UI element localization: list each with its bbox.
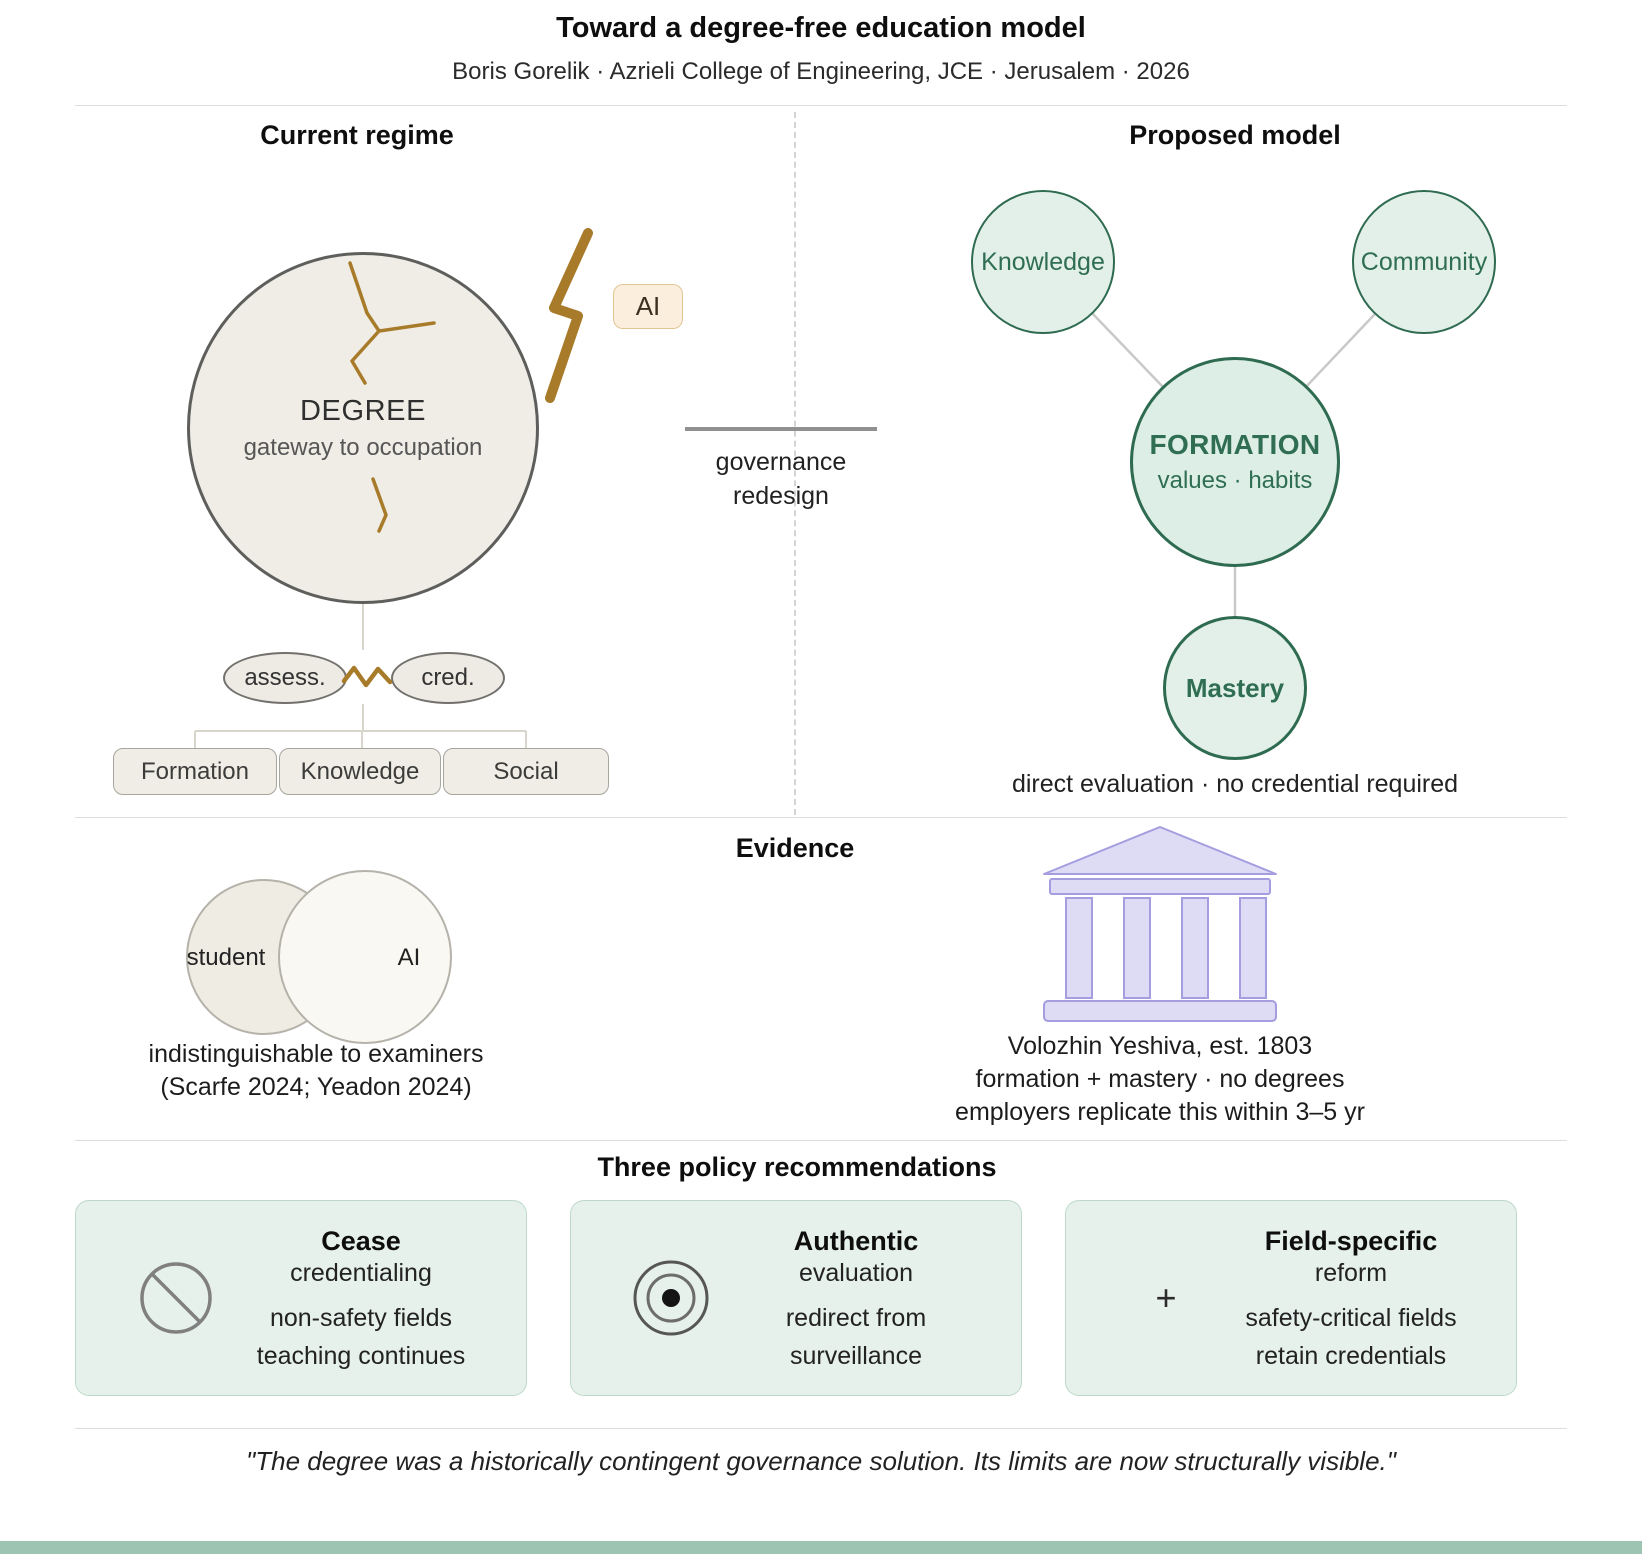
section-divider-evidence: [75, 817, 1567, 818]
mastery-node: Mastery: [1163, 616, 1307, 760]
target-icon: [571, 1256, 741, 1340]
broken-link-icon: [341, 665, 393, 688]
recommendation-detail: non-safety fields: [269, 1303, 453, 1332]
yeshiva-caption: Volozhin Yeshiva, est. 1803 formation + …: [930, 1030, 1390, 1129]
footer-accent-bar: [0, 1541, 1642, 1554]
degree-sublabel: gateway to occupation: [243, 433, 483, 461]
proposed-model-caption: direct evaluation · no credential requir…: [1011, 770, 1459, 798]
page-title: Toward a degree-free education model: [556, 12, 1086, 44]
transition-label-line2: redesign: [733, 482, 829, 510]
recommendation-card-cease: Cease credentialing non-safety fields te…: [75, 1200, 527, 1396]
recommendation-card-authentic: Authentic evaluation redirect from surve…: [570, 1200, 1022, 1396]
function-box-knowledge: Knowledge: [279, 748, 441, 795]
crack-lines-icon: [348, 261, 436, 533]
venn-caption-line1: indistinguishable to examiners: [148, 1040, 484, 1068]
assessment-ellipse: assess.: [223, 652, 347, 704]
degree-circle: DEGREE gateway to occupation: [187, 252, 539, 604]
venn-caption: indistinguishable to examiners (Scarfe 2…: [96, 1038, 536, 1104]
formation-subtitle: values · habits: [1157, 467, 1313, 494]
current-regime-heading: Current regime: [260, 120, 454, 150]
evidence-heading: Evidence: [735, 833, 855, 863]
venn-student-label: student: [186, 944, 266, 971]
recommendation-detail: surveillance: [789, 1341, 922, 1370]
recommendation-text: Cease credentialing non-safety fields te…: [246, 1226, 526, 1371]
plus-icon: +: [1155, 1277, 1177, 1318]
community-node: Community: [1352, 190, 1496, 334]
recommendation-detail: retain credentials: [1255, 1341, 1447, 1370]
lightning-icon: [545, 228, 593, 403]
yeshiva-caption-line2: formation + mastery · no degrees: [975, 1065, 1345, 1093]
function-box-social: Social: [443, 748, 609, 795]
transition-line: [685, 427, 877, 431]
recommendation-text: Field-specific reform safety-critical fi…: [1236, 1226, 1516, 1371]
recommendation-subtitle: credentialing: [290, 1258, 432, 1287]
section-divider-footer: [75, 1428, 1567, 1429]
transition-label: governance redesign: [671, 445, 891, 513]
recommendation-subtitle: evaluation: [799, 1258, 913, 1287]
degree-label: DEGREE: [299, 394, 427, 427]
section-divider-recommendations: [75, 1140, 1567, 1141]
venn-ai-circle: [278, 870, 452, 1044]
ai-badge: AI: [613, 284, 683, 329]
section-divider-top: [75, 105, 1567, 106]
recommendation-text: Authentic evaluation redirect from surve…: [741, 1226, 1021, 1371]
recommendation-detail: safety-critical fields: [1245, 1303, 1457, 1332]
formation-title: FORMATION: [1149, 429, 1321, 460]
footer-quote: "The degree was a historically contingen…: [246, 1446, 1396, 1476]
recommendation-card-field-specific: + Field-specific reform safety-critical …: [1065, 1200, 1517, 1396]
formation-node: FORMATION values · habits: [1130, 357, 1340, 567]
transition-label-line1: governance: [715, 448, 847, 476]
venn-caption-line2: (Scarfe 2024; Yeadon 2024): [160, 1073, 472, 1101]
proposed-model-heading: Proposed model: [1129, 120, 1341, 150]
prohibition-icon: [76, 1256, 246, 1340]
recommendation-subtitle: reform: [1314, 1258, 1388, 1287]
yeshiva-caption-line3: employers replicate this within 3–5 yr: [955, 1098, 1365, 1126]
page-subtitle: Boris Gorelik · Azrieli College of Engin…: [452, 58, 1190, 85]
knowledge-node: Knowledge: [971, 190, 1115, 334]
yeshiva-caption-line1: Volozhin Yeshiva, est. 1803: [1007, 1032, 1313, 1060]
column-dashed-divider: [794, 112, 796, 815]
temple-icon: [1043, 826, 1277, 1022]
recommendation-title: Authentic: [793, 1225, 919, 1256]
recommendation-title: Field-specific: [1264, 1225, 1438, 1256]
recommendation-title: Cease: [321, 1225, 401, 1256]
recommendation-detail: redirect from: [785, 1303, 927, 1332]
venn-ai-label: AI: [397, 944, 421, 971]
recommendation-detail: teaching continues: [256, 1341, 466, 1370]
recommendations-heading: Three policy recommendations: [597, 1152, 997, 1182]
function-box-formation: Formation: [113, 748, 277, 795]
credential-ellipse: cred.: [391, 652, 505, 704]
